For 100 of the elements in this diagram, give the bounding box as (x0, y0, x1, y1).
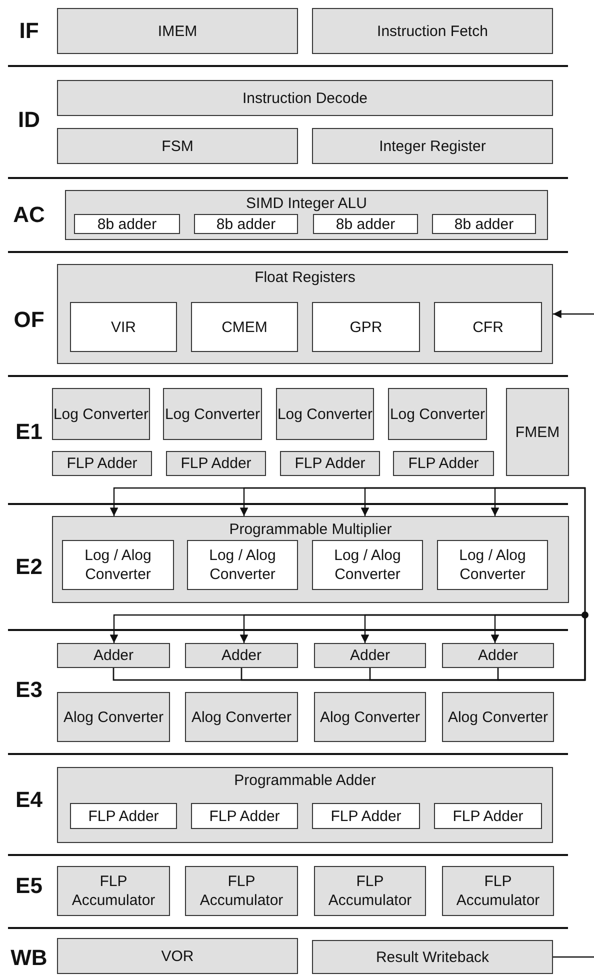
group-box (57, 264, 553, 364)
block-box (280, 451, 380, 476)
arrow (490, 614, 586, 681)
block-label: Log / Alog Converter (84, 546, 152, 584)
block-label: Integer Register (379, 136, 486, 156)
block-box (312, 940, 553, 974)
block-label: FLP Adder (66, 454, 138, 473)
block-box (187, 540, 298, 590)
block-box (276, 388, 374, 440)
block-box (166, 451, 266, 476)
block-label: FLP Adder (408, 454, 479, 473)
block-box (52, 451, 152, 476)
block-label: FMEM (515, 422, 560, 442)
block-label: Alog Converter (448, 708, 548, 726)
block-label: Adder (350, 646, 390, 665)
block-label: VIR (110, 318, 136, 336)
block-label: Log Converter (53, 404, 149, 424)
block-label: SIMD Integer ALU (246, 194, 367, 213)
group-box (57, 767, 553, 843)
group-box (52, 516, 569, 603)
block-label: VOR (161, 946, 194, 966)
block-label: Instruction Decode (242, 88, 368, 108)
block-box (57, 938, 298, 974)
block-label: FLP Adder (180, 454, 252, 473)
block-box (312, 803, 420, 829)
block-box (74, 214, 180, 234)
block-box (432, 214, 536, 234)
block-label: Adder (478, 646, 518, 665)
block-box (70, 803, 177, 829)
block-box (437, 540, 548, 590)
block-label: Adder (221, 646, 262, 665)
block-label: Log / Alog Converter (458, 546, 527, 584)
block-label: FLP Adder (294, 454, 366, 473)
block-box (191, 302, 298, 352)
block-box (312, 128, 553, 164)
block-label: Programmable Multiplier (229, 520, 392, 539)
block-box (312, 302, 420, 352)
block-label: FLP Adder (209, 806, 280, 826)
block-label: FLP Accumulator (198, 872, 284, 910)
block-box (191, 803, 298, 829)
block-label: FLP Accumulator (70, 872, 156, 910)
block-label: FSM (162, 136, 194, 156)
block-label: FLP Adder (330, 806, 402, 826)
block-box (313, 214, 418, 234)
block-label: Alog Converter (320, 708, 420, 726)
block-box (434, 302, 542, 352)
stage-label: WB (10, 945, 48, 971)
block-box (57, 128, 298, 164)
connector-line (553, 956, 594, 958)
stage-label: E4 (14, 787, 44, 813)
block-box (314, 692, 426, 742)
block-box (57, 866, 170, 916)
block-box (442, 643, 554, 668)
block-label: Log Converter (390, 404, 486, 424)
group-box (65, 190, 548, 240)
block-label: Alog Converter (63, 708, 164, 726)
block-box (185, 643, 298, 668)
block-label: Float Registers (254, 268, 356, 287)
block-label: IMEM (158, 22, 198, 40)
block-label: Adder (93, 646, 134, 665)
block-box (57, 80, 553, 116)
block-label: Log Converter (164, 404, 260, 424)
block-box (185, 692, 298, 742)
block-box (393, 451, 494, 476)
block-label: Log / Alog Converter (333, 546, 402, 584)
block-label: Log / Alog Converter (208, 546, 277, 584)
block-label: CFR (472, 318, 504, 336)
block-label: 8b adder (454, 214, 514, 234)
stage-label: AC (12, 202, 46, 228)
block-box (506, 388, 569, 476)
stage-label: IF (18, 18, 40, 44)
block-label: FLP Accumulator (327, 872, 413, 910)
block-box (52, 388, 150, 440)
block-box (312, 540, 423, 590)
block-box (57, 8, 298, 54)
block-box (163, 388, 262, 440)
block-box (434, 803, 542, 829)
block-box (388, 388, 487, 440)
block-label: 8b adder (336, 214, 396, 234)
block-box (185, 866, 298, 916)
stage-label: E3 (14, 677, 44, 703)
block-label: 8b adder (97, 214, 157, 234)
block-box (57, 643, 170, 668)
block-label: FLP Adder (452, 806, 524, 826)
block-box (314, 643, 426, 668)
arrow (553, 310, 594, 318)
block-label: FLP Adder (88, 806, 159, 826)
block-label: CMEM (222, 318, 268, 336)
block-label: Instruction Fetch (377, 22, 488, 40)
block-box (62, 540, 174, 590)
block-box (442, 692, 554, 742)
block-label: 8b adder (216, 214, 276, 234)
stage-label: OF (12, 307, 46, 333)
stage-label: E5 (14, 873, 44, 899)
block-label: Log Converter (277, 404, 373, 424)
block-label: GPR (350, 318, 382, 336)
block-label: Result Writeback (376, 948, 490, 966)
stage-label: E2 (14, 554, 44, 580)
block-box (314, 866, 426, 916)
block-box (57, 692, 170, 742)
